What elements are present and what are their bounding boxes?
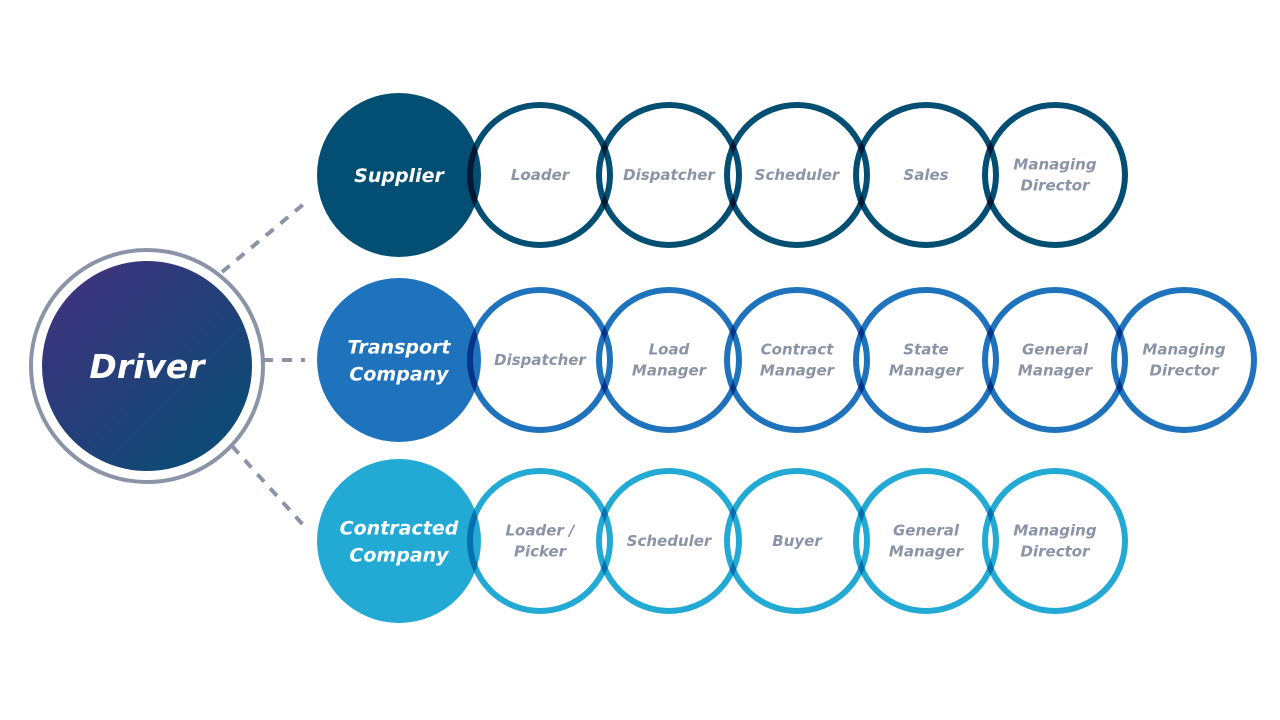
role-ring — [982, 468, 1128, 614]
role-label: Buyer — [772, 532, 823, 550]
role-node — [467, 102, 613, 248]
company-label: Company — [349, 364, 450, 386]
role-node — [596, 287, 742, 433]
role-ring — [853, 287, 999, 433]
role-ring — [982, 102, 1128, 248]
company-label: Contracted — [340, 518, 459, 540]
role-ring — [982, 287, 1128, 433]
role-node — [853, 102, 999, 248]
role-label: Manager — [889, 543, 965, 561]
role-label: Manager — [760, 362, 836, 380]
company-circle — [317, 278, 481, 442]
role-node — [467, 287, 613, 433]
role-ring — [467, 102, 613, 248]
role-node — [982, 102, 1128, 248]
role-node — [853, 287, 999, 433]
role-ring — [596, 287, 742, 433]
role-label: Contract — [761, 341, 835, 359]
role-label: Director — [1021, 177, 1092, 195]
role-ring — [724, 287, 870, 433]
role-ring — [853, 468, 999, 614]
driver-label: Driver — [89, 347, 206, 386]
role-node — [1111, 287, 1257, 433]
role-ring — [467, 468, 613, 614]
role-node — [467, 468, 613, 614]
role-ring — [724, 468, 870, 614]
role-node — [596, 102, 742, 248]
company-circle — [317, 93, 481, 257]
role-label: Manager — [889, 362, 965, 380]
role-label: Loader / — [506, 522, 577, 540]
role-label: Managing — [1142, 341, 1225, 359]
role-label: Dispatcher — [494, 351, 587, 369]
company-label: Supplier — [354, 165, 445, 187]
role-label: Manager — [1018, 362, 1094, 380]
role-label: State — [903, 341, 948, 359]
role-label: Scheduler — [627, 532, 713, 550]
role-label: General — [893, 522, 960, 540]
role-label: General — [1022, 341, 1089, 359]
role-label: Sales — [903, 166, 948, 184]
driver-node: Driver — [29, 248, 265, 484]
role-node — [724, 102, 870, 248]
role-ring — [467, 287, 613, 433]
role-node — [596, 468, 742, 614]
role-label: Director — [1150, 362, 1221, 380]
role-label: Manager — [632, 362, 708, 380]
role-ring — [596, 468, 742, 614]
group-supplier: Supplier Loader Dispatcher Scheduler Sales Ma… — [317, 93, 1128, 257]
role-label: Loader — [511, 166, 571, 184]
role-label: Director — [1021, 543, 1092, 561]
role-label: Dispatcher — [623, 166, 716, 184]
role-node — [724, 287, 870, 433]
connector-line — [220, 201, 307, 274]
role-ring — [724, 102, 870, 248]
role-node — [982, 287, 1128, 433]
driver-circle — [42, 261, 252, 471]
role-node — [853, 468, 999, 614]
role-ring — [596, 102, 742, 248]
role-label: Managing — [1013, 522, 1096, 540]
driver-outer-ring — [29, 248, 265, 484]
role-node — [982, 468, 1128, 614]
role-label: Load — [649, 341, 690, 359]
role-ring — [853, 102, 999, 248]
connectors — [220, 201, 307, 529]
connector-line — [230, 444, 307, 529]
role-label: Picker — [514, 543, 568, 561]
role-label: Managing — [1013, 156, 1096, 174]
role-node — [724, 468, 870, 614]
company-circle — [317, 459, 481, 623]
role-ring — [1111, 287, 1257, 433]
company-label: Company — [349, 545, 450, 567]
company-label: Transport — [347, 337, 451, 359]
role-label: Scheduler — [755, 166, 841, 184]
